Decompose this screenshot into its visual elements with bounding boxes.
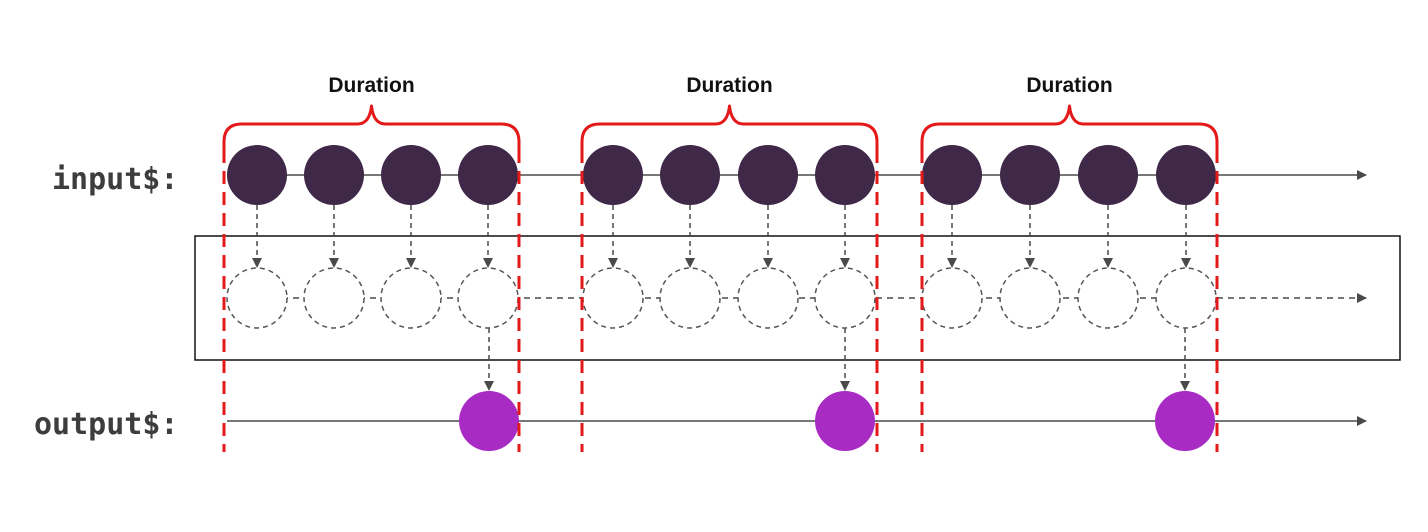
- buffered-marble-3-1: [921, 267, 983, 329]
- input-marble-2-4: [815, 145, 875, 205]
- duration-bracket-1: [222, 104, 521, 152]
- duration-label-2: Duration: [686, 74, 772, 97]
- input-marble-3-4: [1156, 145, 1216, 205]
- buffered-marble-2-4: [814, 267, 876, 329]
- buffered-marble-1-4: [457, 267, 519, 329]
- input-marble-3-1: [922, 145, 982, 205]
- buffered-marble-1-2: [303, 267, 365, 329]
- buffered-marble-2-1: [582, 267, 644, 329]
- buffered-marble-3-2: [999, 267, 1061, 329]
- input-marble-2-2: [660, 145, 720, 205]
- input-marble-2-3: [738, 145, 798, 205]
- output-marble-2: [815, 391, 875, 451]
- input-marble-3-2: [1000, 145, 1060, 205]
- input-marble-1-3: [381, 145, 441, 205]
- buffered-marble-1-1: [226, 267, 288, 329]
- input-stream-label: input$:: [52, 162, 179, 197]
- output-marble-3: [1155, 391, 1215, 451]
- input-marble-1-2: [304, 145, 364, 205]
- output-stream-label: output$:: [34, 407, 179, 442]
- buffered-marble-2-2: [659, 267, 721, 329]
- output-marble-1: [459, 391, 519, 451]
- duration-label-3: Duration: [1026, 74, 1112, 97]
- buffered-marble-3-3: [1077, 267, 1139, 329]
- duration-label-1: Duration: [328, 74, 414, 97]
- duration-bracket-2: [580, 104, 879, 152]
- input-marble-1-4: [458, 145, 518, 205]
- input-marble-2-1: [583, 145, 643, 205]
- duration-bracket-3: [920, 104, 1219, 152]
- input-marble-1-1: [227, 145, 287, 205]
- buffered-marble-3-4: [1155, 267, 1217, 329]
- input-marble-3-3: [1078, 145, 1138, 205]
- buffered-marble-2-3: [737, 267, 799, 329]
- buffered-marble-1-3: [380, 267, 442, 329]
